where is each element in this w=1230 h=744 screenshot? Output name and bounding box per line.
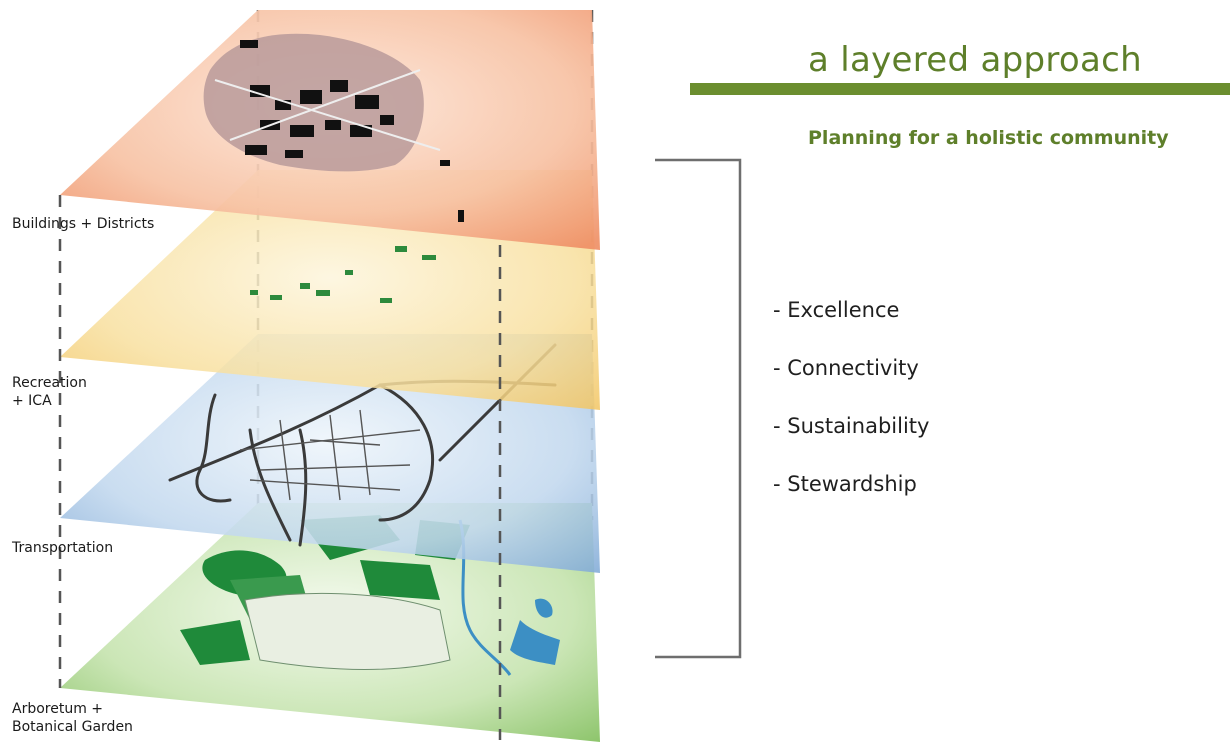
principle-item: - Excellence (773, 298, 900, 322)
principles-list: - Excellence - Connectivity - Sustainabi… (773, 296, 929, 528)
principle-item: - Sustainability (773, 414, 930, 438)
layer-label-recreation: Recreation + ICA (12, 375, 87, 409)
title-underline (690, 83, 1230, 95)
principle-item: - Stewardship (773, 472, 917, 496)
page-title: a layered approach (808, 40, 1143, 80)
bracket (655, 158, 742, 659)
page-subtitle: Planning for a holistic community (808, 127, 1169, 149)
layer-label-transportation: Transportation (12, 540, 114, 556)
principle-item: - Connectivity (773, 356, 919, 380)
layer-plane-buildings (60, 10, 600, 250)
layer-plane-arboretum (60, 503, 600, 742)
layer-label-buildings: Buildings + Districts (12, 216, 155, 232)
layer-label-arboretum: Arboretum + Botanical Garden (12, 701, 133, 735)
